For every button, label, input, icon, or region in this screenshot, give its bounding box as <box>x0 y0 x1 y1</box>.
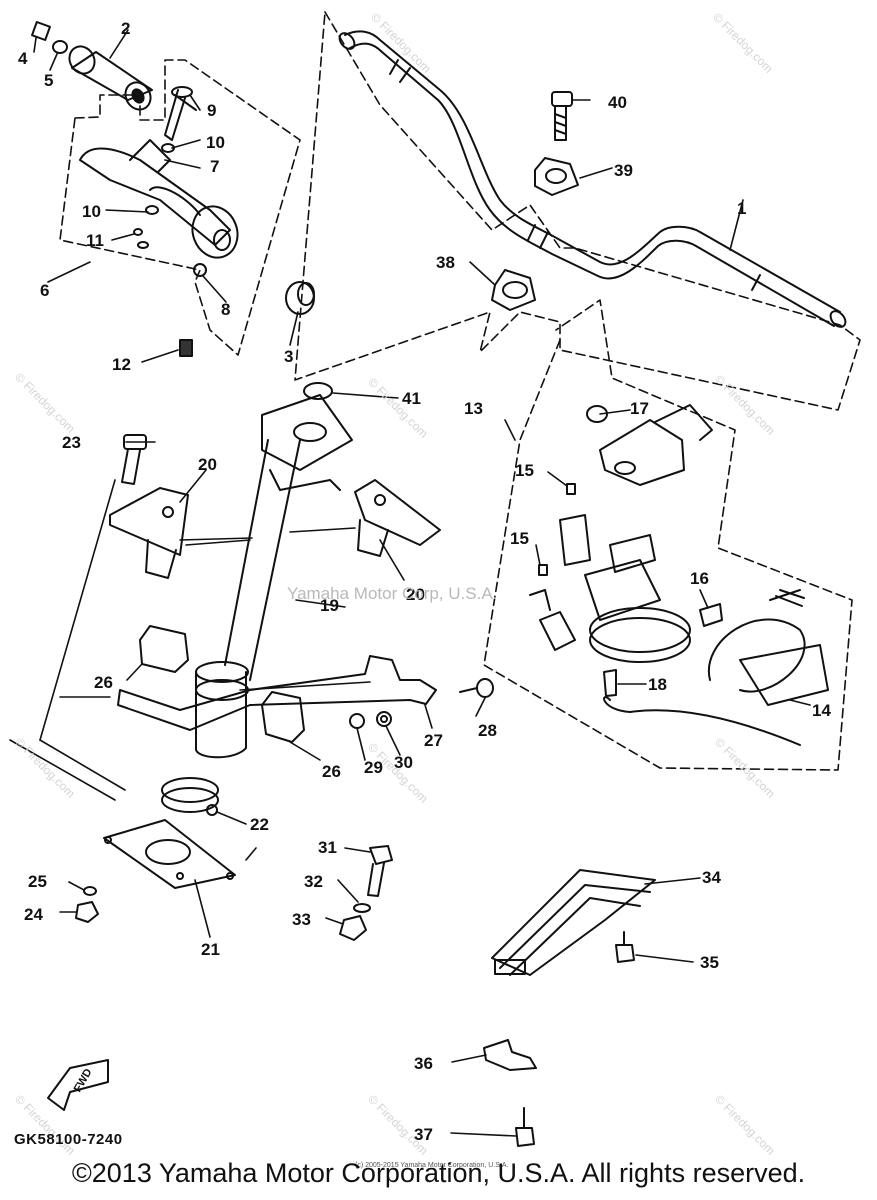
label-20b: 20 <box>406 585 425 604</box>
label-32: 32 <box>304 872 323 891</box>
label-36: 36 <box>414 1054 433 1073</box>
clamp-ring-part-22 <box>161 777 219 816</box>
label-4: 4 <box>18 49 28 68</box>
bushing-part-26-left <box>139 625 189 673</box>
label-7: 7 <box>210 157 219 176</box>
bushing-part-26-right <box>261 691 305 743</box>
washer-part-25 <box>83 886 97 896</box>
screw-part-15-bottom <box>538 564 548 576</box>
label-16: 16 <box>690 569 709 588</box>
washer-part-30 <box>376 711 392 727</box>
label-3: 3 <box>284 347 293 366</box>
label-27: 27 <box>424 731 443 750</box>
label-19: 19 <box>320 596 339 615</box>
nut-part-4 <box>31 21 51 41</box>
group-box-switch <box>483 299 853 771</box>
leader-lines <box>9 29 811 1137</box>
base-plate-part-21 <box>103 819 236 889</box>
label-23: 23 <box>62 433 81 452</box>
nut-part-24 <box>75 901 99 923</box>
diagram-code: GK58100-7240 <box>14 1131 123 1148</box>
washer-part-32 <box>353 903 371 913</box>
label-12: 12 <box>112 355 131 374</box>
grip-part-2 <box>68 45 153 111</box>
screw-part-18 <box>603 669 617 697</box>
label-9: 9 <box>207 101 216 120</box>
label-1: 1 <box>737 199 746 218</box>
label-14: 14 <box>812 701 831 720</box>
label-2: 2 <box>121 19 130 38</box>
screw-part-15-top <box>566 483 576 495</box>
label-26b: 26 <box>322 762 341 781</box>
label-6: 6 <box>40 281 49 300</box>
nut-part-33 <box>339 915 367 941</box>
label-20a: 20 <box>198 455 217 474</box>
throttle-assembly <box>79 86 239 357</box>
label-29: 29 <box>364 758 383 777</box>
label-30: 30 <box>394 753 413 772</box>
label-11: 11 <box>86 231 104 250</box>
washer-part-5 <box>52 40 68 54</box>
label-34: 34 <box>702 868 721 887</box>
plate-part-36 <box>483 1039 537 1071</box>
spring-part-16 <box>699 603 723 627</box>
part-labels: 1 2 3 4 5 6 7 8 9 10 10 11 12 13 14 15 1… <box>18 19 831 1144</box>
harness-part-14 <box>603 589 829 746</box>
switch-housing-part-13 <box>599 404 713 486</box>
label-5: 5 <box>44 71 53 90</box>
bolt-part-40 <box>551 91 573 141</box>
label-26a: 26 <box>94 673 113 692</box>
washer-part-41 <box>303 382 333 400</box>
bolt-part-35 <box>615 931 635 963</box>
bolt-part-37 <box>515 1107 535 1147</box>
clamp-part-38 <box>491 269 536 311</box>
label-15a: 15 <box>515 461 534 480</box>
label-28: 28 <box>478 721 497 740</box>
nut-part-29 <box>349 713 365 729</box>
bracket-part-20-right <box>354 479 441 557</box>
fwd-arrow-icon <box>47 1059 109 1111</box>
clamp-part-39 <box>534 157 579 196</box>
plate-part-27 <box>117 655 437 731</box>
label-22: 22 <box>250 815 269 834</box>
watermark-center: Yamaha Motor Corp, U.S.A. <box>287 584 498 603</box>
collar-part-3 <box>285 281 315 315</box>
bolt-part-28 <box>459 678 494 698</box>
label-10b: 10 <box>82 202 101 221</box>
group-box-handlebar <box>294 11 861 411</box>
label-41: 41 <box>402 389 421 408</box>
bracket-part-20-left <box>109 487 189 579</box>
label-15b: 15 <box>510 529 529 548</box>
switch-part-17 <box>586 405 608 423</box>
group-box-throttle <box>59 59 301 356</box>
footer-small-print: (c) 2005-2015 Yamaha Motor Corporation, … <box>355 1162 509 1169</box>
label-10a: 10 <box>206 133 225 152</box>
label-13: 13 <box>464 399 483 418</box>
label-37: 37 <box>414 1125 433 1144</box>
label-39: 39 <box>614 161 633 180</box>
label-24: 24 <box>24 905 43 924</box>
label-40: 40 <box>608 93 627 112</box>
copyright-notice: ©2013 Yamaha Motor Corporation, U.S.A. A… <box>71 1158 806 1188</box>
handlebar-part-1 <box>338 30 847 328</box>
label-35: 35 <box>700 953 719 972</box>
label-31: 31 <box>318 838 337 857</box>
label-25: 25 <box>28 872 47 891</box>
support-bracket-part-34 <box>491 869 656 976</box>
label-21: 21 <box>201 940 220 959</box>
label-18: 18 <box>648 675 667 694</box>
bolt-part-31 <box>367 845 393 897</box>
label-38: 38 <box>436 253 455 272</box>
label-17: 17 <box>630 399 649 418</box>
label-8: 8 <box>221 300 230 319</box>
label-33: 33 <box>292 910 311 929</box>
switch-body <box>529 514 691 663</box>
